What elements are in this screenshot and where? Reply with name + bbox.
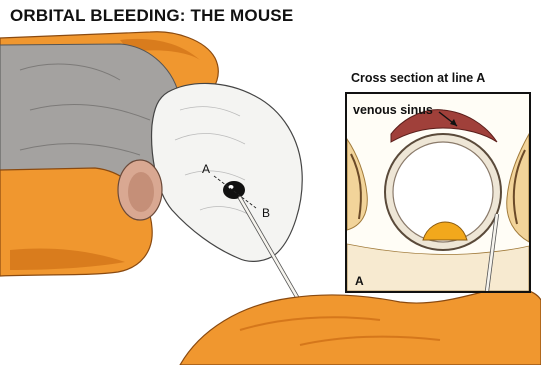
cross-section-diagram: [347, 94, 529, 291]
bottom-hand: [180, 288, 541, 365]
inset-caption: Cross section at line A: [351, 71, 485, 85]
left-orbital-wall: [347, 139, 367, 230]
point-b-label: B: [262, 206, 270, 220]
venous-sinus-label: venous sinus: [353, 103, 433, 117]
mouse-head: [152, 83, 303, 261]
inset-panel-label: A: [355, 274, 364, 288]
line-a-label: A: [202, 162, 210, 176]
cross-section-inset: venous sinus A: [345, 92, 531, 293]
mouse-ear-inner: [128, 172, 154, 212]
right-orbital-wall: [507, 134, 529, 242]
mouse-eye: [223, 181, 245, 199]
lower-tissue: [347, 244, 529, 291]
